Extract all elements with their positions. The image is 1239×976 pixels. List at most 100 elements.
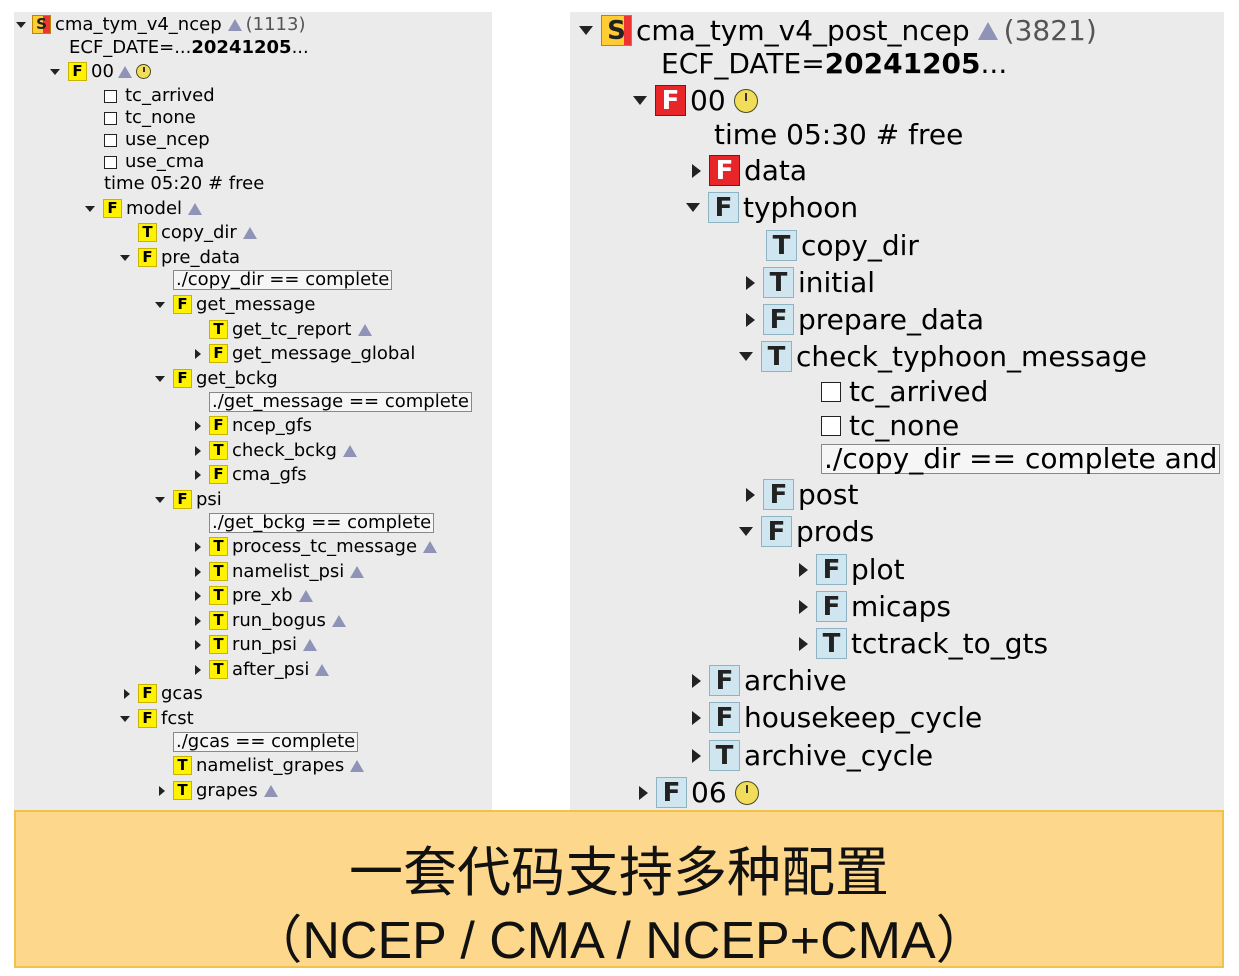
- checkbox-icon[interactable]: [104, 89, 117, 103]
- task-badge-icon: T: [816, 628, 847, 659]
- collapse-arrow-icon[interactable]: [124, 688, 130, 699]
- tree-node-prods[interactable]: F prods: [739, 516, 874, 547]
- tree-node-post[interactable]: F post: [746, 479, 858, 510]
- tree-node-pre-xb[interactable]: T pre_xb: [195, 586, 313, 605]
- expand-arrow-icon[interactable]: [155, 375, 165, 382]
- ecf-date-variable[interactable]: ECF_DATE= 20241205 ...: [661, 50, 1007, 78]
- expand-arrow-icon[interactable]: [50, 68, 60, 75]
- tree-node-fcst[interactable]: F fcst: [120, 709, 194, 728]
- ecf-date-variable[interactable]: ECF_DATE=... 20241205 ...: [69, 39, 309, 57]
- expand-arrow-icon[interactable]: [155, 496, 165, 503]
- collapse-arrow-icon[interactable]: [195, 639, 201, 650]
- tree-node-prepare-data[interactable]: F prepare_data: [746, 304, 984, 335]
- event-use-cma[interactable]: use_cma: [104, 153, 204, 171]
- tree-node-typhoon[interactable]: F typhoon: [686, 192, 858, 223]
- checkbox-icon[interactable]: [821, 416, 841, 436]
- family-badge-icon: F: [763, 304, 794, 335]
- event-tc-none[interactable]: tc_none: [821, 412, 959, 440]
- collapse-arrow-icon[interactable]: [692, 163, 701, 178]
- tree-node-run-psi[interactable]: T run_psi: [195, 635, 318, 654]
- trigger-expression[interactable]: ./get_bckg == complete: [209, 513, 435, 533]
- trigger-expression[interactable]: ./gcas == complete: [173, 732, 359, 752]
- tree-node-grapes[interactable]: T grapes: [159, 781, 278, 800]
- tree-node-family-06[interactable]: F 06: [639, 777, 759, 808]
- collapse-arrow-icon[interactable]: [195, 420, 201, 431]
- collapse-arrow-icon[interactable]: [746, 275, 755, 290]
- expand-arrow-icon[interactable]: [120, 715, 130, 722]
- task-badge-icon: T: [209, 611, 228, 630]
- trigger-expression[interactable]: ./copy_dir == complete: [173, 270, 393, 290]
- event-tc-none[interactable]: tc_none: [104, 109, 196, 127]
- tree-node-cma-gfs[interactable]: F cma_gfs: [195, 465, 307, 484]
- tree-node-pre-data[interactable]: F pre_data: [120, 248, 240, 267]
- expand-arrow-icon[interactable]: [686, 203, 700, 212]
- expand-arrow-icon[interactable]: [85, 205, 95, 212]
- collapse-arrow-icon[interactable]: [159, 785, 165, 796]
- collapse-arrow-icon[interactable]: [195, 615, 201, 626]
- collapse-arrow-icon[interactable]: [195, 541, 201, 552]
- node-name: cma_tym_v4_ncep: [55, 13, 222, 35]
- tree-node-copy-dir[interactable]: T copy_dir: [766, 230, 919, 261]
- tree-node-initial[interactable]: T initial: [746, 267, 875, 298]
- checkbox-icon[interactable]: [104, 133, 117, 147]
- expand-arrow-icon[interactable]: [579, 26, 593, 35]
- tree-node-family-00[interactable]: F 00: [633, 85, 758, 116]
- event-use-ncep[interactable]: use_ncep: [104, 131, 210, 149]
- tree-node-get-message-global[interactable]: F get_message_global: [195, 344, 415, 363]
- collapse-arrow-icon[interactable]: [195, 664, 201, 675]
- expand-arrow-icon[interactable]: [16, 21, 26, 28]
- expand-arrow-icon[interactable]: [155, 301, 165, 308]
- tree-node-copy-dir[interactable]: T copy_dir: [138, 223, 257, 242]
- tree-node-after-psi[interactable]: T after_psi: [195, 660, 330, 679]
- tree-node-get-tc-report[interactable]: T get_tc_report: [209, 320, 372, 339]
- tree-node-micaps[interactable]: F micaps: [799, 591, 951, 622]
- collapse-arrow-icon[interactable]: [799, 636, 808, 651]
- tree-node-data[interactable]: F data: [692, 155, 807, 186]
- tree-node-namelist-psi[interactable]: T namelist_psi: [195, 562, 365, 581]
- tree-node-family-00[interactable]: F 00: [50, 62, 151, 81]
- trigger-expression[interactable]: ./copy_dir == complete and: [821, 444, 1221, 474]
- tree-node-run-bogus[interactable]: T run_bogus: [195, 611, 346, 630]
- collapse-arrow-icon[interactable]: [195, 469, 201, 480]
- node-name: get_bckg: [196, 367, 278, 389]
- tree-node-process-tc-message[interactable]: T process_tc_message: [195, 537, 438, 556]
- tree-node-namelist-grapes[interactable]: T namelist_grapes: [173, 756, 365, 775]
- collapse-arrow-icon[interactable]: [195, 566, 201, 577]
- event-tc-arrived[interactable]: tc_arrived: [821, 378, 988, 406]
- tree-node-archive-cycle[interactable]: T archive_cycle: [692, 740, 933, 771]
- tree-node-archive[interactable]: F archive: [692, 665, 847, 696]
- collapse-arrow-icon[interactable]: [692, 748, 701, 763]
- collapse-arrow-icon[interactable]: [746, 312, 755, 327]
- collapse-arrow-icon[interactable]: [692, 673, 701, 688]
- collapse-arrow-icon[interactable]: [195, 348, 201, 359]
- tree-node-ncep-gfs[interactable]: F ncep_gfs: [195, 416, 312, 435]
- collapse-arrow-icon[interactable]: [195, 590, 201, 601]
- expand-arrow-icon[interactable]: [739, 352, 753, 361]
- expand-arrow-icon[interactable]: [739, 527, 753, 536]
- tree-node-psi[interactable]: F psi: [155, 490, 222, 509]
- collapse-arrow-icon[interactable]: [799, 599, 808, 614]
- expand-arrow-icon[interactable]: [633, 96, 647, 105]
- collapse-arrow-icon[interactable]: [195, 445, 201, 456]
- checkbox-icon[interactable]: [821, 382, 841, 402]
- tree-node-check-typhoon-message[interactable]: T check_typhoon_message: [739, 341, 1147, 372]
- tree-node-get-message[interactable]: F get_message: [155, 295, 315, 314]
- collapse-arrow-icon[interactable]: [639, 785, 648, 800]
- tree-node-gcas[interactable]: F gcas: [124, 684, 203, 703]
- tree-node-plot[interactable]: F plot: [799, 554, 905, 585]
- collapse-arrow-icon[interactable]: [746, 487, 755, 502]
- collapse-arrow-icon[interactable]: [692, 710, 701, 725]
- tree-node-tctrack-to-gts[interactable]: T tctrack_to_gts: [799, 628, 1048, 659]
- collapse-arrow-icon[interactable]: [799, 562, 808, 577]
- trigger-expression[interactable]: ./get_message == complete: [209, 392, 472, 412]
- tree-node-suite[interactable]: S cma_tym_v4_post_ncep (3821): [579, 15, 1097, 46]
- event-tc-arrived[interactable]: tc_arrived: [104, 87, 215, 105]
- expand-arrow-icon[interactable]: [120, 254, 130, 261]
- tree-node-get-bckg[interactable]: F get_bckg: [155, 369, 278, 388]
- checkbox-icon[interactable]: [104, 155, 117, 169]
- tree-node-model[interactable]: F model: [85, 199, 203, 218]
- tree-node-check-bckg[interactable]: T check_bckg: [195, 441, 357, 460]
- tree-node-suite[interactable]: S cma_tym_v4_ncep (1113): [16, 15, 305, 34]
- checkbox-icon[interactable]: [104, 111, 117, 125]
- tree-node-housekeep-cycle[interactable]: F housekeep_cycle: [692, 702, 982, 733]
